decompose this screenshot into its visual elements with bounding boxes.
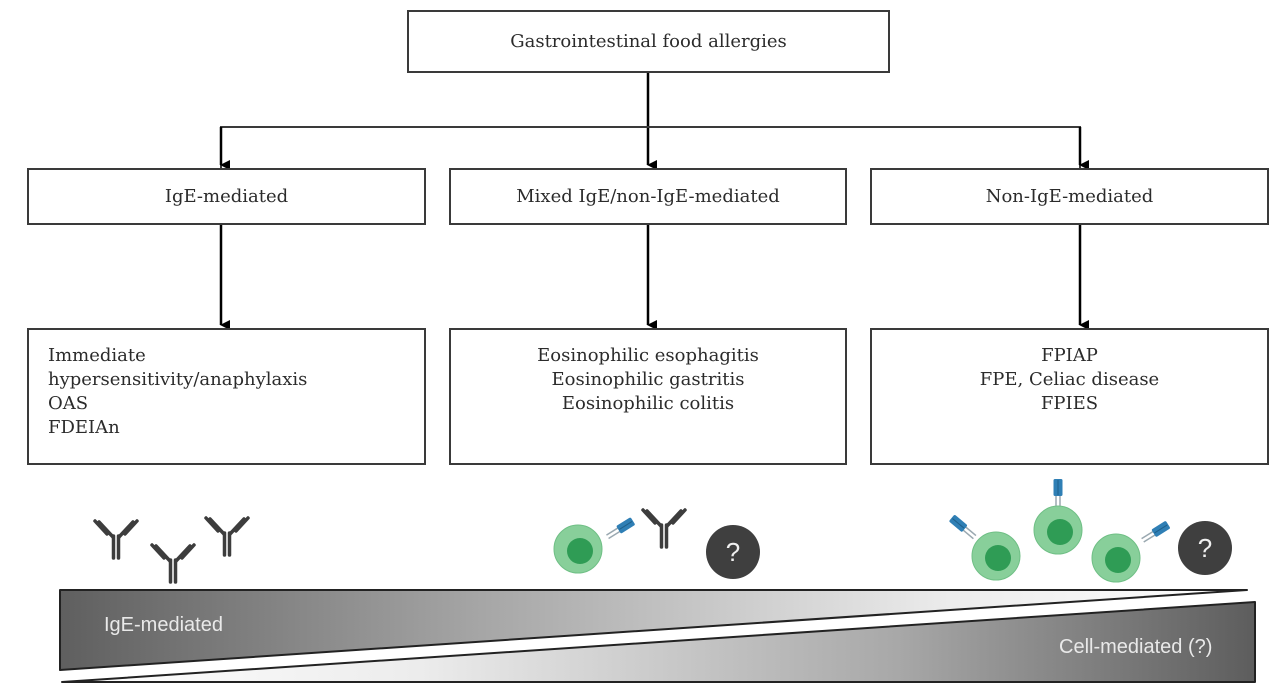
conditions-box-mixed: Eosinophilic esophagitis Eosinophilic ga… [449, 328, 847, 465]
cell-icon [1091, 519, 1172, 583]
unknown-icon: ? [1178, 521, 1232, 575]
cell-spectrum-wedge [61, 601, 1256, 683]
category-label: IgE-mediated [164, 186, 289, 207]
condition-item: FPIES [1040, 393, 1099, 414]
condition-item: Eosinophilic gastritis [551, 369, 745, 390]
condition-item: hypersensitivity/anaphylaxis [48, 369, 308, 390]
cell-icon [1033, 478, 1083, 555]
condition-item: Eosinophilic esophagitis [537, 345, 759, 366]
cell-spectrum-label: Cell-mediated (?) [1059, 636, 1213, 658]
category-label: Mixed IgE/non-IgE-mediated [516, 186, 780, 207]
antibody-icon [93, 519, 139, 560]
unknown-symbol: ? [1198, 533, 1212, 563]
category-box-mixed: Mixed IgE/non-IgE-mediated [449, 168, 847, 225]
conditions-box-non-ige: FPIAP FPE, Celiac disease FPIES [870, 328, 1269, 465]
unknown-symbol: ? [726, 537, 740, 567]
category-box-ige: IgE-mediated [27, 168, 426, 225]
condition-item: Immediate [48, 345, 146, 366]
condition-item: FPE, Celiac disease [979, 369, 1160, 390]
root-label: Gastrointestinal food allergies [510, 31, 787, 52]
cell-icon [553, 516, 637, 574]
cell-icon [948, 513, 1021, 581]
category-label: Non-IgE-mediated [985, 186, 1154, 207]
conditions-box-ige: Immediate hypersensitivity/anaphylaxis O… [27, 328, 426, 465]
condition-item: FPIAP [1041, 345, 1098, 366]
ige-spectrum-label: IgE-mediated [104, 614, 223, 636]
condition-item: FDEIAn [48, 417, 120, 438]
condition-item: Eosinophilic colitis [561, 393, 735, 414]
unknown-icon: ? [706, 525, 760, 579]
antibody-icon [641, 508, 687, 549]
condition-item: OAS [48, 393, 89, 414]
ige-spectrum-wedge [59, 589, 1248, 671]
antibody-icon [204, 516, 250, 557]
antibody-icon [150, 543, 196, 584]
root-box: Gastrointestinal food allergies [407, 10, 890, 73]
category-box-non-ige: Non-IgE-mediated [870, 168, 1269, 225]
